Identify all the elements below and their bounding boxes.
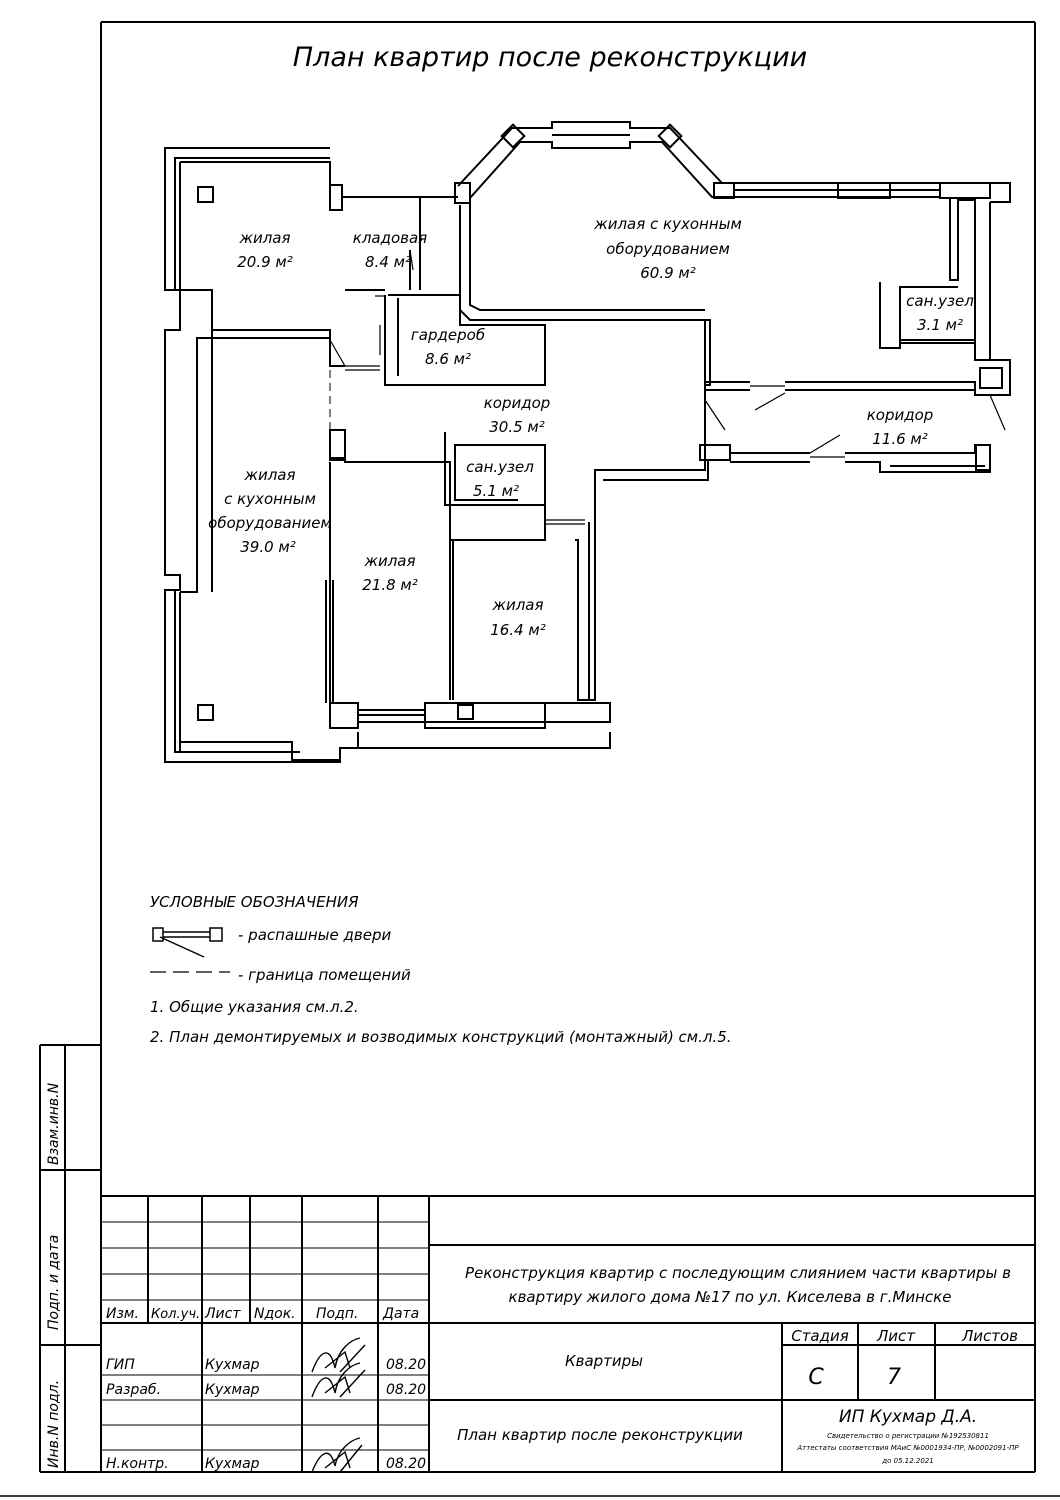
doors bbox=[329, 249, 1006, 525]
side-vzam: Взам.инв.N bbox=[46, 1082, 62, 1165]
project-line-1: Реконструкция квартир с последующим слия… bbox=[465, 1264, 1011, 1282]
room-area: 21.8 м² bbox=[362, 576, 418, 594]
stamp-date: 08.20 bbox=[386, 1456, 426, 1472]
sheets-label: Листов bbox=[961, 1327, 1018, 1345]
room-label: оборудованием bbox=[606, 240, 730, 258]
stamp-header: Подп. bbox=[316, 1306, 358, 1322]
room-area: 3.1 м² bbox=[917, 316, 963, 334]
stamp-date: 08.20 bbox=[386, 1382, 426, 1398]
side-stamp bbox=[39, 1044, 101, 1472]
columns bbox=[197, 123, 735, 729]
stage-value: С bbox=[808, 1365, 824, 1390]
legend-doors: - распашные двери bbox=[238, 926, 391, 944]
org-line-3: до 05.12.2021 bbox=[881, 1457, 933, 1465]
room-area: 16.4 м² bbox=[490, 621, 546, 639]
stamp-header: Nдок. bbox=[254, 1306, 296, 1322]
side-inv: Инв.N подл. bbox=[46, 1380, 62, 1468]
legend-boundary: - граница помещений bbox=[238, 966, 411, 984]
room-label: коридор bbox=[484, 394, 551, 412]
stamp-name: Кухмар bbox=[205, 1357, 260, 1373]
stamp-role: Разраб. bbox=[106, 1382, 161, 1398]
sheet-title: План квартир после реконструкции bbox=[457, 1426, 743, 1444]
room-label: жилая bbox=[243, 466, 295, 484]
room-label: оборудованием bbox=[208, 514, 332, 532]
room-label: жилая bbox=[491, 596, 543, 614]
title-block bbox=[101, 1195, 1035, 1472]
room-area: 39.0 м² bbox=[240, 538, 296, 556]
sheet-value: 7 bbox=[887, 1365, 901, 1390]
room-area: 8.4 м² bbox=[365, 253, 411, 271]
door-symbol bbox=[152, 927, 223, 958]
legend: УСЛОВНЫЕ ОБОЗНАЧЕНИЯ - распашные двери -… bbox=[150, 893, 732, 1046]
room-label: коридор bbox=[867, 406, 934, 424]
project-line-2: квартиру жилого дома №17 по ул. Киселева… bbox=[509, 1288, 952, 1306]
room-area: 11.6 м² bbox=[872, 430, 928, 448]
sheet-label: Лист bbox=[876, 1327, 916, 1345]
stamp-role: Н.контр. bbox=[106, 1456, 169, 1472]
stamp-header: Лист bbox=[204, 1306, 241, 1322]
room-label: кладовая bbox=[353, 229, 427, 247]
room-area: 5.1 м² bbox=[473, 482, 519, 500]
room-labels: жилая 20.9 м² кладовая 8.4 м² жилая с ку… bbox=[208, 215, 974, 639]
stamp-header: Дата bbox=[382, 1306, 419, 1322]
stage-label: Стадия bbox=[791, 1327, 849, 1345]
plan-title: План квартир после реконструкции bbox=[293, 42, 807, 73]
stamp-role: ГИП bbox=[106, 1357, 135, 1373]
room-label: сан.узел bbox=[466, 458, 534, 476]
outer-wall-left bbox=[164, 147, 358, 763]
signature bbox=[311, 1337, 366, 1473]
room-label: с кухонным bbox=[224, 490, 316, 508]
note-1: 1. Общие указания см.л.2. bbox=[150, 998, 359, 1016]
stamp-name: Кухмар bbox=[205, 1456, 260, 1472]
object-name: Квартиры bbox=[565, 1352, 643, 1370]
stamp-date: 08.20 bbox=[386, 1357, 426, 1373]
side-podp: Подп. и дата bbox=[46, 1235, 62, 1330]
room-label: жилая bbox=[238, 229, 290, 247]
org-line-1: Свидетельство о регистрации №192530811 bbox=[827, 1432, 989, 1440]
legend-title: УСЛОВНЫЕ ОБОЗНАЧЕНИЯ bbox=[150, 893, 359, 911]
room-area: 60.9 м² bbox=[640, 264, 696, 282]
note-2: 2. План демонтируемых и возводимых конст… bbox=[150, 1028, 732, 1046]
room-label: сан.узел bbox=[906, 292, 974, 310]
room-label: жилая с кухонным bbox=[593, 215, 742, 233]
org-name: ИП Кухмар Д.А. bbox=[839, 1407, 977, 1427]
stamp-header: Кол.уч. bbox=[151, 1307, 200, 1322]
org-line-2: Аттестаты соответствия МАиС №0001934-ПР,… bbox=[796, 1444, 1019, 1452]
stamp-header: Изм. bbox=[106, 1306, 139, 1322]
room-label: жилая bbox=[363, 552, 415, 570]
stamp-name: Кухмар bbox=[205, 1382, 260, 1398]
room-label: гардероб bbox=[411, 326, 485, 344]
room-area: 8.6 м² bbox=[425, 350, 471, 368]
room-boundaries bbox=[329, 289, 706, 580]
room-area: 30.5 м² bbox=[489, 418, 545, 436]
room-area: 20.9 м² bbox=[237, 253, 293, 271]
